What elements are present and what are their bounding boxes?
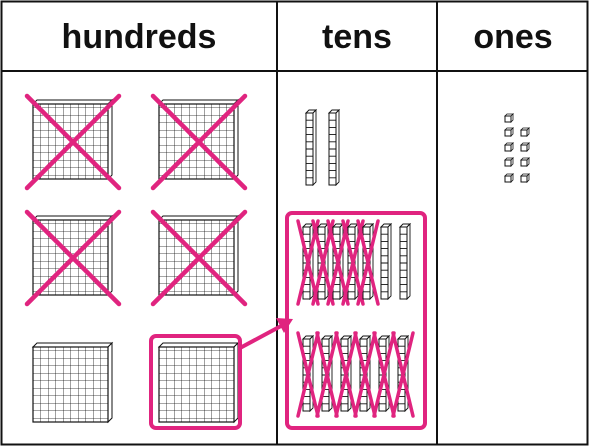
unit-cube: [521, 174, 529, 182]
hundred-block-regrouped: [159, 343, 238, 422]
unit-cube: [505, 143, 513, 151]
ten-rod-crossed: [393, 333, 413, 416]
tens-column: [287, 110, 425, 428]
ten-rod-crossed: [358, 221, 378, 304]
ten-rod-crossed: [336, 333, 356, 416]
hundred-block-crossed: [153, 96, 245, 188]
unit-cube: [505, 128, 513, 136]
hundreds-column: [27, 96, 245, 428]
unit-cube: [505, 158, 513, 166]
hundred-block-crossed: [153, 212, 245, 304]
hundred-block: [33, 343, 112, 422]
unit-cube: [505, 114, 513, 122]
ten-rod-crossed: [317, 333, 337, 416]
ten-rod: [306, 110, 316, 185]
ten-rod: [381, 224, 391, 299]
ten-rod-crossed: [298, 333, 318, 416]
unit-cube: [521, 158, 529, 166]
header-hundreds: hundreds: [62, 18, 217, 56]
ten-rod-crossed: [374, 333, 394, 416]
ones-column: [505, 114, 529, 182]
ten-rod: [329, 110, 339, 185]
unit-cube: [521, 143, 529, 151]
ten-rod-crossed: [355, 333, 375, 416]
header-tens: tens: [322, 18, 392, 56]
header-ones: ones: [473, 18, 552, 56]
hundred-block-crossed: [27, 96, 119, 188]
ten-rod: [400, 224, 410, 299]
unit-cube: [521, 128, 529, 136]
unit-cube: [505, 174, 513, 182]
hundred-block-crossed: [27, 212, 119, 304]
